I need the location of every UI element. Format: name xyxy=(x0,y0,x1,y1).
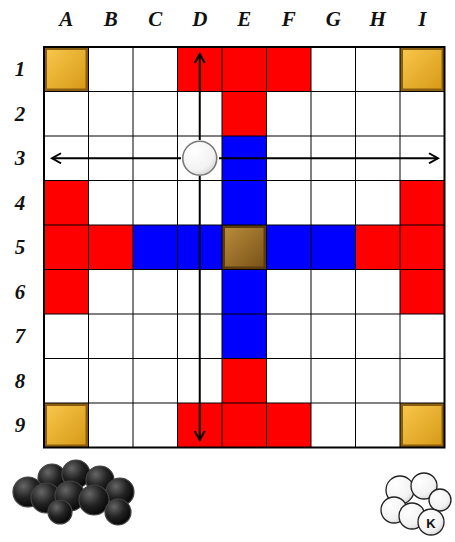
column-letter: B xyxy=(104,9,118,30)
row-number: 9 xyxy=(15,415,26,436)
move-arrows xyxy=(52,54,438,440)
row-number: 5 xyxy=(15,237,26,258)
column-letter: I xyxy=(418,9,426,30)
column-letter: F xyxy=(282,9,296,30)
column-letter: A xyxy=(59,9,73,30)
row-number: 3 xyxy=(15,148,26,169)
row-number: 8 xyxy=(15,370,26,391)
column-letter: C xyxy=(148,9,162,30)
column-letter: E xyxy=(237,9,251,30)
column-letter: G xyxy=(326,9,341,30)
row-number: 6 xyxy=(15,281,26,302)
king-mark: K xyxy=(426,516,435,529)
row-number: 2 xyxy=(15,103,26,124)
white-piece-pile xyxy=(381,473,451,535)
column-letter: H xyxy=(370,9,386,30)
white-piece xyxy=(183,141,217,175)
row-number: 1 xyxy=(15,59,26,80)
king-piece xyxy=(418,509,444,535)
black-piece-pile xyxy=(13,460,134,525)
row-number: 7 xyxy=(15,326,26,347)
row-number: 4 xyxy=(15,192,26,213)
column-letter: D xyxy=(192,9,207,30)
